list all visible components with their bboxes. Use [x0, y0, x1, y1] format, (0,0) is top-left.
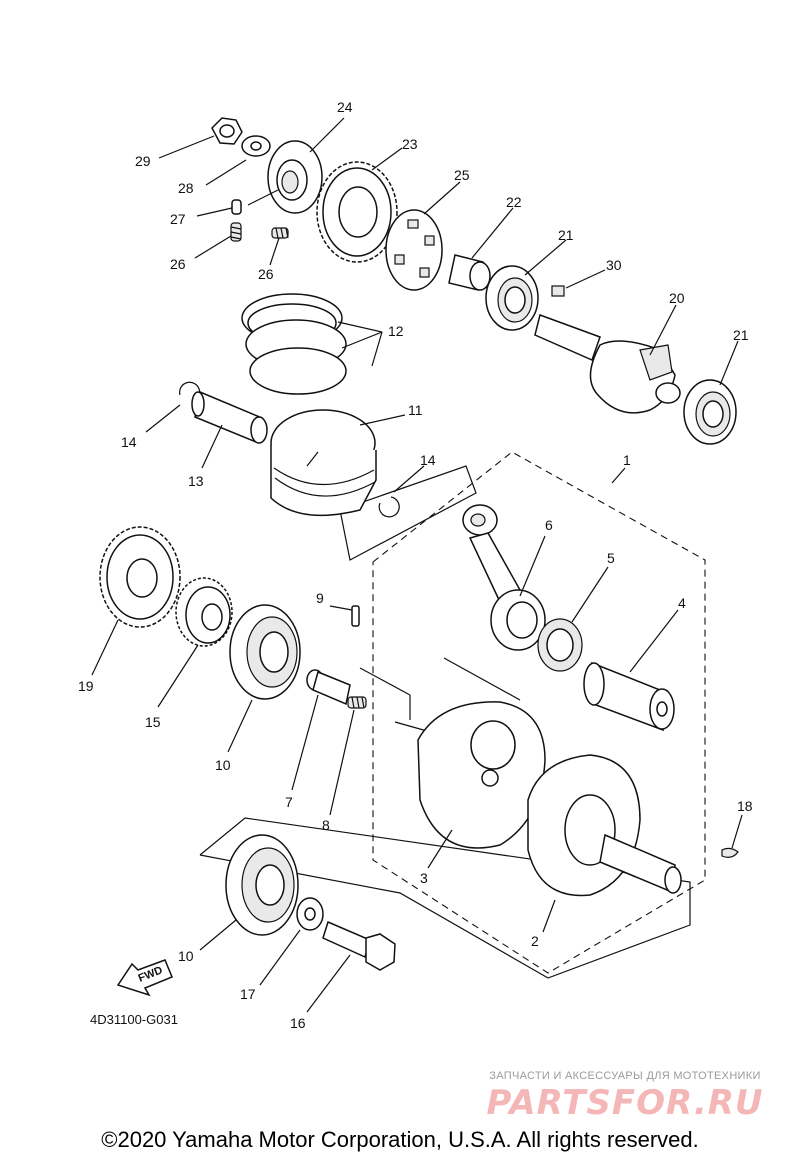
callout-26-right: 26 — [258, 266, 274, 282]
callout-20: 20 — [669, 290, 685, 306]
callout-15: 15 — [145, 714, 161, 730]
clip-14-right — [378, 496, 400, 518]
callout-14-left: 14 — [121, 434, 137, 450]
bearing-21-right — [683, 379, 737, 445]
watermark-logo: PARTSFOR.RU — [486, 1083, 764, 1123]
piston-pin-13 — [191, 390, 268, 444]
callout-25: 25 — [454, 167, 470, 183]
crank-pin-4 — [583, 661, 675, 732]
watermark-tagline: ЗАПЧАСТИ И АКСЕССУАРЫ ДЛЯ МОТОТЕХНИКИ — [489, 1070, 761, 1082]
piston-rings-12 — [241, 293, 347, 395]
callout-12: 12 — [388, 323, 404, 339]
callout-10-upper: 10 — [215, 757, 231, 773]
callout-21-right: 21 — [733, 327, 749, 343]
callout-numbers: 1 2 3 4 5 6 7 8 9 10 10 11 12 13 14 14 1… — [78, 99, 753, 1031]
crank-half-2 — [527, 754, 682, 897]
boundary-piston-group — [339, 465, 477, 561]
gear-15 — [175, 577, 233, 647]
callout-14-right: 14 — [420, 452, 436, 468]
bolt-16 — [322, 920, 396, 971]
boundary-bottom-group — [199, 817, 691, 979]
callout-1: 1 — [623, 452, 631, 468]
callout-24: 24 — [337, 99, 353, 115]
callout-5: 5 — [607, 550, 615, 566]
key-18 — [721, 847, 739, 858]
connecting-rod-6 — [462, 504, 546, 651]
callout-3: 3 — [420, 870, 428, 886]
bearing-21-upper — [485, 265, 539, 331]
damper-hub-24 — [267, 140, 323, 214]
needle-bearing-5 — [537, 618, 583, 672]
callout-21-upper: 21 — [558, 227, 574, 243]
callout-2: 2 — [531, 933, 539, 949]
piston-11 — [270, 409, 377, 517]
callout-9: 9 — [316, 590, 324, 606]
callout-4: 4 — [678, 595, 686, 611]
balancer-shaft-20 — [534, 314, 681, 414]
drawing-code: 4D31100-G031 — [90, 1012, 178, 1027]
bolt-7 — [306, 669, 351, 706]
leader-lines — [91, 117, 743, 1013]
callout-17: 17 — [240, 986, 256, 1002]
pin-27 — [231, 199, 242, 215]
copyright-notice: ©2020 Yamaha Motor Corporation, U.S.A. A… — [101, 1127, 699, 1152]
spring-8 — [347, 696, 367, 709]
washer-17 — [296, 897, 324, 931]
callout-6: 6 — [545, 517, 553, 533]
assembly-boundary-1 — [372, 451, 706, 974]
key-30 — [551, 285, 565, 297]
callout-19: 19 — [78, 678, 94, 694]
washer-28 — [241, 135, 271, 157]
callout-23: 23 — [402, 136, 418, 152]
nut-29 — [211, 117, 243, 145]
crank-half-3 — [394, 701, 546, 849]
spring-26-right — [271, 227, 289, 239]
bearing-10-lower — [225, 834, 299, 936]
callout-8: 8 — [322, 817, 330, 833]
callout-16: 16 — [290, 1015, 306, 1031]
leader-1 — [611, 467, 626, 484]
gear-19 — [99, 526, 181, 628]
spring-26-left — [230, 222, 242, 242]
callout-11: 11 — [408, 402, 423, 418]
callout-10-lower: 10 — [178, 948, 194, 964]
bearing-10-upper — [229, 604, 301, 700]
collar-22 — [448, 254, 491, 291]
pin-9 — [351, 605, 360, 627]
callout-22: 22 — [506, 194, 522, 210]
callout-29: 29 — [135, 153, 151, 169]
callout-13: 13 — [188, 473, 204, 489]
gear-23 — [316, 161, 398, 263]
callout-28: 28 — [178, 180, 194, 196]
fwd-arrow: FWD — [116, 959, 173, 997]
callout-18: 18 — [737, 798, 753, 814]
plate-25 — [385, 209, 443, 291]
callout-27: 27 — [170, 211, 186, 227]
callout-26-left: 26 — [170, 256, 186, 272]
callout-7: 7 — [285, 794, 293, 810]
callout-30: 30 — [606, 257, 622, 273]
